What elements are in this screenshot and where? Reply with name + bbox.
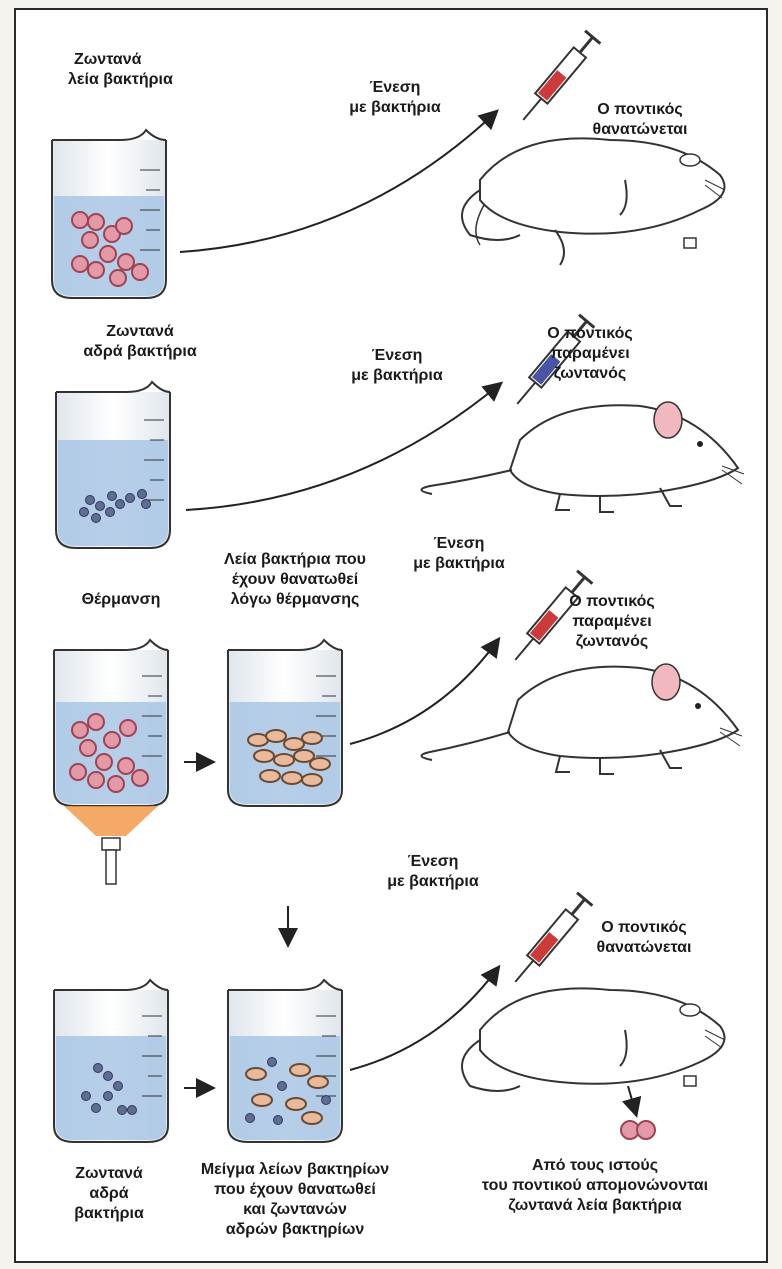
label-living-rough-4: Ζωντανά αδρά βακτήρια xyxy=(54,1164,164,1224)
label-injection-2: Ένεση με βακτήρια xyxy=(332,346,462,386)
label-outcome-dies-4: Ο ποντικός θανατώνεται xyxy=(574,918,714,958)
mouse-dead-4 xyxy=(462,988,725,1091)
mouse-alive-2 xyxy=(421,402,744,512)
label-injection-1: Ένεση με βακτήρια xyxy=(330,78,460,118)
label-living-rough: Ζωντανά αδρά βακτήρια xyxy=(70,322,210,362)
arrow-1 xyxy=(180,112,496,252)
beaker-1 xyxy=(52,130,166,298)
label-heating: Θέρμανση xyxy=(66,590,176,610)
label-heat-killed-smooth: Λεία βακτήρια που έχουν θανατωθεί λόγω θ… xyxy=(210,550,380,610)
mouse-alive-3 xyxy=(421,664,742,774)
label-injection-4: Ένεση με βακτήρια xyxy=(368,852,498,892)
isolated-smooth-bacteria xyxy=(621,1121,655,1139)
flame-icon xyxy=(64,806,158,836)
liquid xyxy=(230,702,340,804)
arrow-4b xyxy=(350,968,498,1070)
label-outcome-dies-1: Ο ποντικός θανατώνεται xyxy=(570,100,710,140)
beaker-3b xyxy=(228,640,342,806)
label-outcome-lives-3: Ο ποντικός παραμένει ζωντανός xyxy=(552,592,672,652)
beaker-4a xyxy=(54,980,168,1142)
mouse-dead-1 xyxy=(462,138,725,265)
liquid xyxy=(56,1036,166,1140)
beaker-2 xyxy=(56,382,170,548)
label-injection-3: Ένεση με βακτήρια xyxy=(394,534,524,574)
arrow-3b xyxy=(350,640,498,744)
label-outcome-lives-2: Ο ποντικός παραμένει ζωντανός xyxy=(530,324,650,384)
label-result: Από τους ιστούς του ποντικού απομονώνοντ… xyxy=(470,1156,720,1216)
label-mixture: Μείγμα λείων βακτηρίων που έχουν θανατωθ… xyxy=(190,1160,400,1240)
beaker-3a xyxy=(54,640,168,884)
beaker-4b xyxy=(228,980,342,1142)
arrow-isolate xyxy=(628,1086,636,1114)
label-living-smooth: Ζωντανά λεία βακτήρια xyxy=(74,50,214,90)
arrow-2 xyxy=(186,384,500,510)
